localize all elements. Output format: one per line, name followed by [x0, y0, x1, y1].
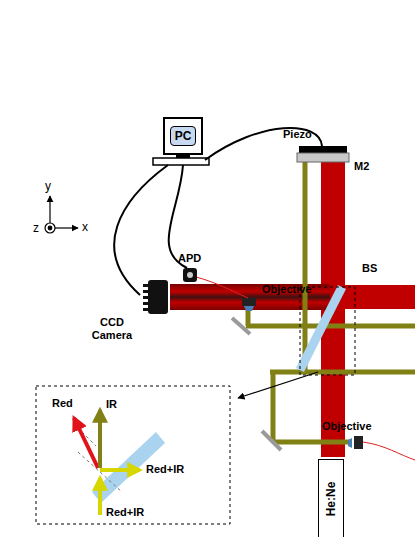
part-label: Red: [52, 397, 73, 410]
part-label: x: [82, 221, 88, 235]
part-label: CCD Camera: [86, 316, 138, 341]
node-text: He:Ne: [324, 482, 338, 517]
zoom-arrow: [238, 372, 318, 398]
apd-detector: [183, 268, 197, 282]
zoom-box: [300, 287, 355, 375]
fold-mirror: [232, 318, 250, 334]
computer-box: PC: [170, 126, 197, 146]
part-label: IR: [106, 398, 117, 411]
inset: [36, 386, 230, 524]
piezo: [299, 146, 347, 153]
part-label: Objective: [262, 283, 312, 296]
fiber: [363, 442, 415, 460]
mirror-m2: [297, 153, 349, 162]
part-label: M2: [354, 160, 369, 173]
fold-mirror: [262, 431, 281, 450]
fiber: [196, 277, 248, 298]
part-label: APD: [178, 252, 201, 265]
part-label: Red+IR: [146, 463, 184, 476]
pc-monitor: [153, 118, 209, 165]
laser-box: He:Ne: [318, 459, 344, 537]
cables: [114, 128, 322, 295]
node-text: PC: [175, 129, 192, 143]
part-label: Red+IR: [106, 506, 144, 519]
part-label: Objective: [322, 420, 372, 433]
part-label: BS: [362, 262, 377, 275]
part-label: Piezo: [283, 128, 312, 141]
beam-splitter: [296, 285, 346, 372]
part-label: z: [33, 222, 39, 236]
part-label: y: [45, 180, 51, 194]
axes: [45, 196, 78, 233]
ccd-camera: [143, 280, 168, 314]
